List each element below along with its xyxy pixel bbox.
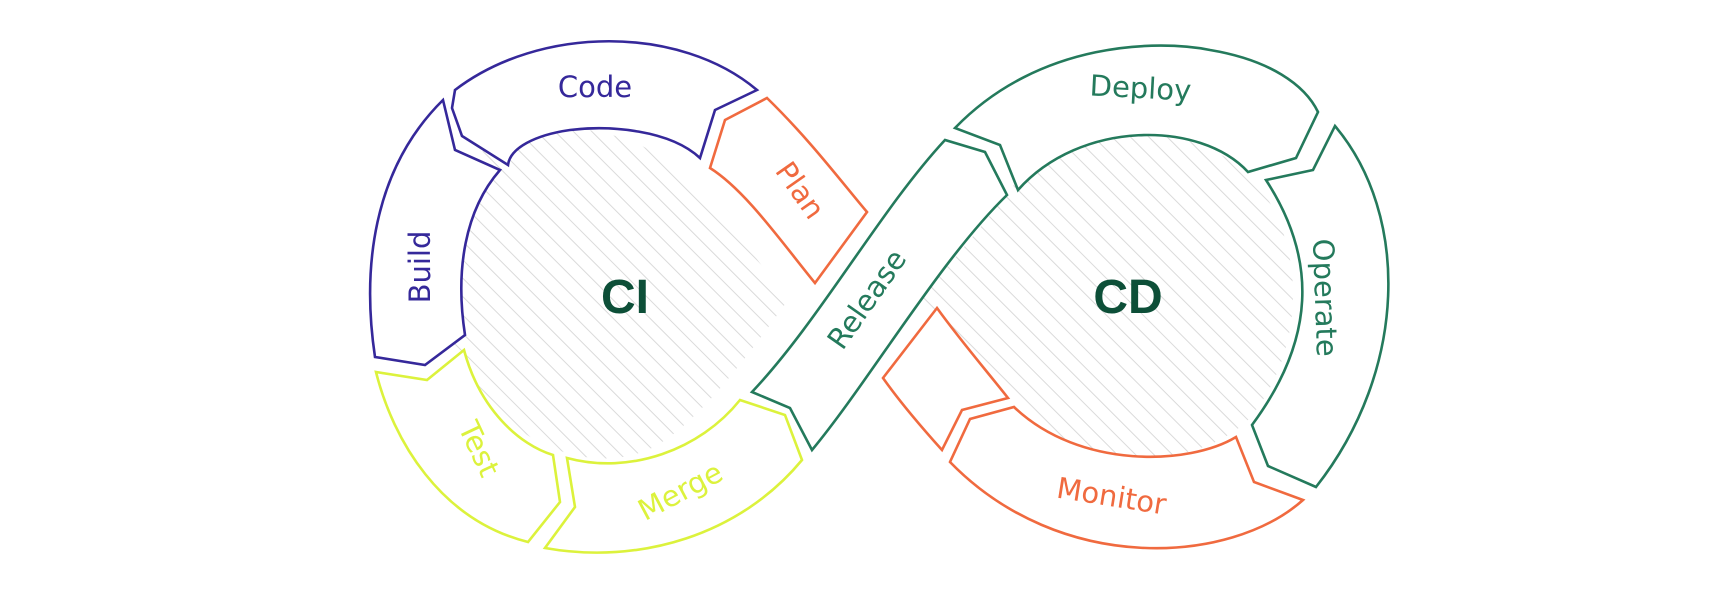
segment-label-build: Build — [403, 231, 437, 304]
ci-inner-area — [431, 128, 788, 459]
hub-label-cd: CD — [1093, 271, 1162, 324]
segment-build — [368, 97, 503, 367]
segment-deploy — [952, 44, 1320, 193]
segment-monitor-left — [881, 305, 1011, 453]
segment-plan — [708, 96, 869, 286]
segment-label-operate: Operate — [1306, 238, 1344, 357]
segment-code — [450, 40, 760, 168]
segment-monitor — [948, 405, 1306, 550]
segment-release — [749, 138, 1009, 453]
segment-test — [374, 347, 562, 544]
segment-label-code: Code — [558, 70, 632, 104]
cd-inner-area — [920, 133, 1294, 458]
hub-label-ci: CI — [601, 271, 649, 324]
segment-label-deploy: Deploy — [1089, 68, 1192, 107]
segment-operate — [1250, 123, 1390, 489]
segment-merge — [542, 398, 804, 554]
